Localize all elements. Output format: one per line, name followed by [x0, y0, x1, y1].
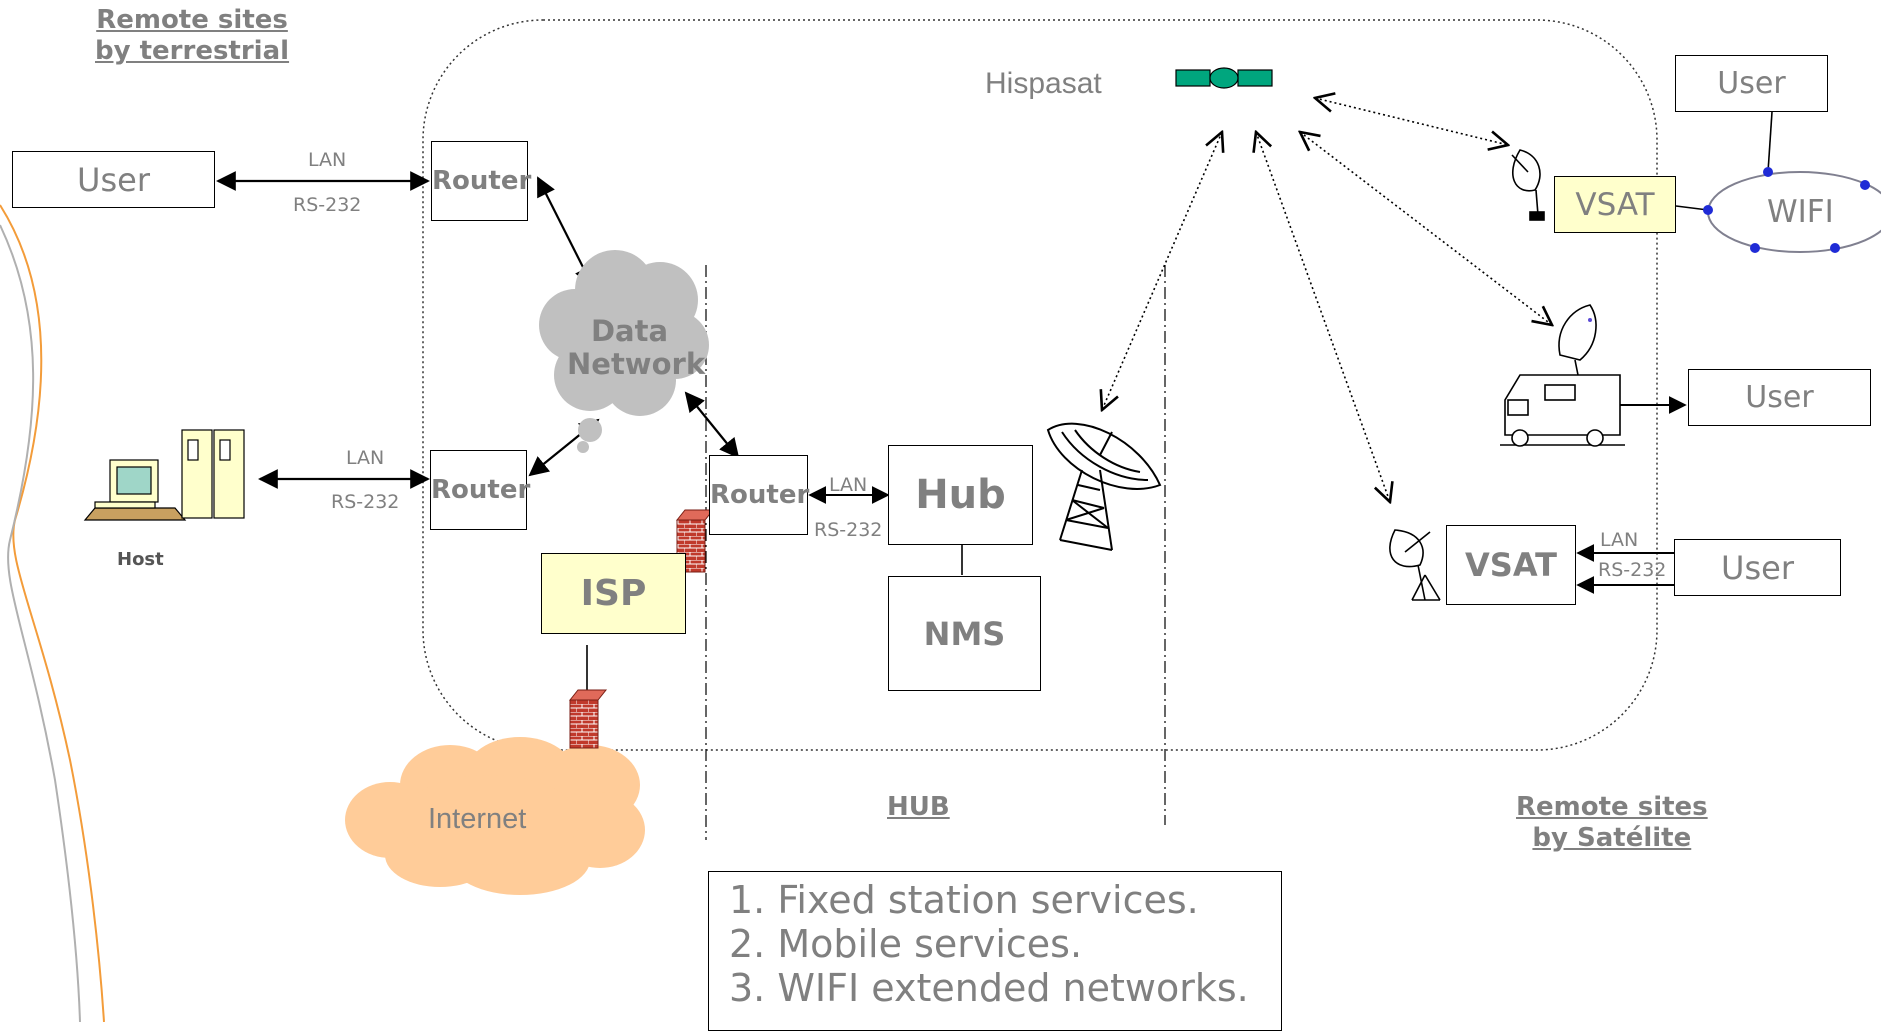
- internet-cloud: [345, 737, 645, 895]
- host-label: Host: [117, 549, 164, 570]
- section-hub: HUB: [887, 792, 950, 822]
- satellite-icon: [1175, 67, 1273, 89]
- hub-antenna-icon: [1046, 422, 1162, 551]
- section-satellite: Remote sites by Satélite: [1516, 792, 1708, 854]
- wifi-node-dots: [1703, 167, 1870, 253]
- router-hub-box: Router: [709, 455, 810, 535]
- isp-label: ISP: [580, 573, 647, 614]
- section-terrestrial-line2: by terrestrial: [95, 36, 290, 67]
- section-terrestrial-line1: Remote sites: [96, 5, 288, 35]
- link-label-rs232-1: RS-232: [293, 194, 362, 216]
- section-satellite-line1: Remote sites: [1516, 792, 1708, 822]
- link-label-lan-1: LAN: [308, 149, 347, 171]
- legend-item-wifi: 3. WIFI extended networks.: [729, 966, 1249, 1010]
- vsat-wifi-box: VSAT: [1554, 176, 1676, 233]
- link-label-rs232-2: RS-232: [331, 491, 400, 513]
- vsat-fixed-label: VSAT: [1465, 546, 1557, 584]
- vsat-wifi-label: VSAT: [1575, 186, 1655, 223]
- link-user-wifi: [1767, 111, 1773, 173]
- wifi-label: WIFI: [1767, 194, 1834, 230]
- vsat-dish-icon-wifi: [1511, 149, 1545, 221]
- user-terrestrial-box: User: [12, 151, 215, 208]
- link-cloud-router-hub: [684, 391, 740, 459]
- router-hub-label: Router: [710, 480, 810, 510]
- link-label-lan-2: LAN: [346, 447, 385, 469]
- link-label-lan-4: LAN: [1600, 529, 1639, 551]
- data-network-line2: Network: [567, 347, 706, 382]
- router-top-label: Router: [432, 166, 532, 196]
- router-top-box: Router: [431, 141, 532, 221]
- section-terrestrial: Remote sites by terrestrial: [95, 5, 289, 67]
- mobile-van-icon: [1500, 304, 1625, 447]
- services-legend: 1. Fixed station services. 2. Mobile ser…: [708, 871, 1282, 1031]
- user-mobile-box: User: [1688, 369, 1871, 426]
- hub-label: Hub: [915, 472, 1006, 518]
- link-label-rs232-4: RS-232: [1598, 559, 1667, 581]
- isp-box: ISP: [541, 553, 686, 634]
- link-vsat-wifi: [1675, 205, 1709, 211]
- user-terrestrial-label: User: [77, 160, 150, 199]
- decorative-curve-orange: [0, 204, 105, 1022]
- user-fixed-label: User: [1721, 548, 1794, 587]
- link-label-rs232-3: RS-232: [814, 519, 883, 541]
- sat-link-fixed-vsat: [1256, 132, 1390, 502]
- link-label-lan-3: LAN: [829, 474, 868, 496]
- legend-item-mobile: 2. Mobile services.: [729, 922, 1083, 966]
- sat-link-wifi-vsat: [1315, 98, 1508, 145]
- router-mid-box: Router: [430, 450, 531, 530]
- data-network-cloud: [539, 250, 709, 453]
- sat-link-hub-dish: [1102, 132, 1222, 410]
- satellite-label: Hispasat: [985, 67, 1102, 100]
- firewall-internet: [568, 689, 608, 749]
- vsat-fixed-box: VSAT: [1446, 525, 1576, 605]
- internet-label: Internet: [428, 803, 527, 835]
- section-satellite-line2: by Satélite: [1532, 823, 1692, 854]
- user-wifi-box: User: [1675, 55, 1828, 112]
- nms-box: NMS: [888, 576, 1041, 691]
- hub-network-region: [422, 19, 1658, 751]
- user-fixed-box: User: [1674, 539, 1841, 596]
- data-network-label: Data Network: [567, 314, 706, 382]
- hub-box: Hub: [888, 445, 1033, 545]
- legend-item-fixed: 1. Fixed station services.: [729, 878, 1199, 922]
- vsat-dish-icon-fixed: [1389, 529, 1441, 601]
- data-network-line1: Data: [590, 314, 669, 348]
- user-mobile-label: User: [1745, 380, 1814, 415]
- decorative-curve-gray: [0, 224, 81, 1022]
- router-mid-label: Router: [431, 475, 531, 505]
- host-computer-icon: [83, 429, 245, 521]
- nms-label: NMS: [923, 614, 1006, 653]
- user-wifi-label: User: [1717, 66, 1786, 101]
